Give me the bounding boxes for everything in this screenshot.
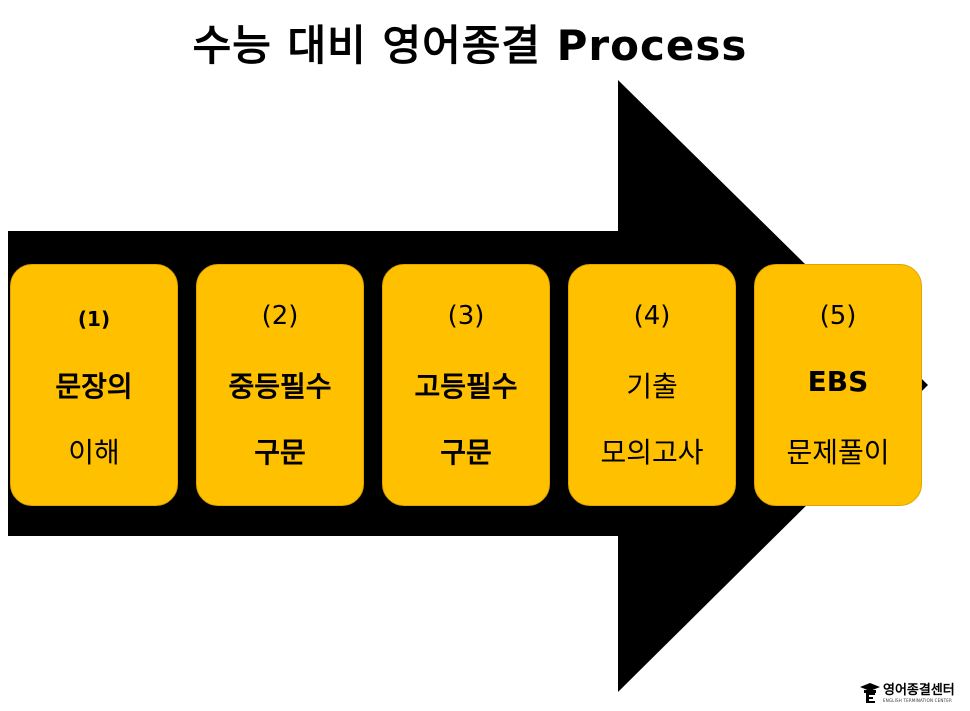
step-1-line2: 이해 <box>68 436 120 469</box>
step-3-line1: 고등필수 <box>414 370 518 403</box>
step-2-line1: 중등필수 <box>228 370 332 403</box>
step-5-line2: 문제풀이 <box>786 436 890 469</box>
page-title: 수능 대비 영어종결 Process <box>192 21 748 70</box>
step-4-line1: 기출 <box>626 370 678 403</box>
logo: 영어종결센터 ENGLISH TERMINATION CENTER <box>860 678 968 708</box>
step-1-box: (1) 문장의 이해 <box>10 264 178 506</box>
step-3-box: (3) 고등필수 구문 <box>382 264 550 506</box>
step-4-box: (4) 기출 모의고사 <box>568 264 736 506</box>
step-3-number: (3) <box>447 301 485 331</box>
step-5-number: (5) <box>819 301 857 331</box>
step-4-number: (4) <box>633 301 671 331</box>
step-2-box: (2) 중등필수 구문 <box>196 264 364 506</box>
logo-subtitle: ENGLISH TERMINATION CENTER <box>883 697 952 703</box>
logo-name: 영어종결센터 <box>883 682 955 698</box>
step-2-line2: 구문 <box>254 436 306 469</box>
step-4-line2: 모의고사 <box>600 436 704 469</box>
step-1-number: (1) <box>77 307 111 331</box>
graduation-cap-icon <box>860 683 880 703</box>
step-5-box: (5) EBS 문제풀이 <box>754 264 922 506</box>
step-1-line1: 문장의 <box>55 370 133 403</box>
step-5-line1: EBS <box>807 365 869 398</box>
step-3-line2: 구문 <box>440 436 492 469</box>
step-2-number: (2) <box>261 301 299 331</box>
